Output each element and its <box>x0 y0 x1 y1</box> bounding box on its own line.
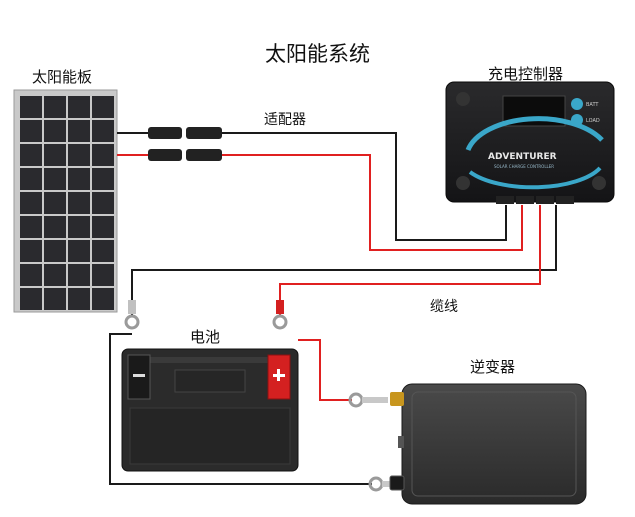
panel-cell <box>92 240 114 262</box>
panel-cell <box>20 144 42 166</box>
controller-screw-top-left <box>456 92 470 106</box>
ring-terminal-positive-top <box>272 314 288 330</box>
panel-cell <box>44 144 66 166</box>
panel-cell <box>44 168 66 190</box>
adapter-connectors <box>117 127 222 161</box>
panel-cell <box>44 120 66 142</box>
panel-cell <box>92 216 114 238</box>
panel-cell <box>20 240 42 262</box>
panel-cell <box>20 192 42 214</box>
panel-controller-wires <box>222 132 523 251</box>
panel-cell <box>92 168 114 190</box>
diagram-title: 太阳能系统 <box>265 42 370 66</box>
inverter <box>389 383 587 505</box>
panel-cell <box>44 216 66 238</box>
controller-screw-bottom-right <box>592 176 606 190</box>
panel-cell <box>68 120 90 142</box>
panel-cell <box>68 288 90 310</box>
panel-cell <box>92 96 114 118</box>
panel-cell <box>68 216 90 238</box>
battery-ring-terminals <box>124 300 288 330</box>
controller-terminal-3 <box>536 196 554 204</box>
inverter-label: 逆变器 <box>470 358 516 376</box>
ring-terminal-negative-top <box>124 314 140 330</box>
inverter-positive-terminal <box>390 392 404 406</box>
adapter-connector-negative-left <box>148 127 182 139</box>
panel-cell <box>68 144 90 166</box>
panel-cell <box>20 264 42 286</box>
battery-minus-sign <box>133 374 145 377</box>
panel-cell <box>20 96 42 118</box>
panel-cell <box>92 192 114 214</box>
battery-label: 电池 <box>190 328 221 346</box>
adapter-connector-negative-right <box>186 127 222 139</box>
panel-cell <box>44 240 66 262</box>
controller-battery-wires <box>131 205 557 316</box>
panel-cell <box>68 96 90 118</box>
panel-cell <box>44 288 66 310</box>
panel-cell <box>20 216 42 238</box>
battery <box>121 348 299 472</box>
panel-cell <box>44 264 66 286</box>
wire-panel-positive <box>222 154 523 251</box>
inverter-ring-terminals <box>348 392 394 492</box>
panel-cell <box>20 120 42 142</box>
battery-label-plate <box>174 369 246 393</box>
controller-terminal-4 <box>556 196 574 204</box>
wire-panel-negative <box>222 132 507 241</box>
wire-battery-positive <box>279 205 541 316</box>
adapter-connector-positive-right <box>186 149 222 161</box>
wire-battery-negative <box>131 205 557 316</box>
controller-button-label-batt: BATT <box>586 102 599 108</box>
panel-cell <box>44 192 66 214</box>
panel-cell <box>68 168 90 190</box>
cable-label: 缆线 <box>430 299 458 315</box>
panel-cell <box>68 192 90 214</box>
solar-panel <box>13 89 118 313</box>
battery-plus-sign <box>277 369 280 381</box>
panel-cell <box>68 240 90 262</box>
controller-swoosh-bottom <box>468 166 602 190</box>
charge-controller: BATT LOAD ADVENTURER SOLAR CHARGE CONTRO… <box>445 81 615 204</box>
panel-cell <box>92 288 114 310</box>
inverter-negative-terminal <box>389 475 405 491</box>
controller-subtitle: SOLAR CHARGE CONTROLLER <box>494 164 554 169</box>
battery-lower-body <box>129 407 291 465</box>
panel-cell <box>92 264 114 286</box>
controller-button-label-load: LOAD <box>586 118 600 124</box>
controller-swoosh-top <box>465 116 604 152</box>
inverter-switch <box>398 436 404 448</box>
adapter-label: 适配器 <box>264 112 306 128</box>
panel-cell <box>20 288 42 310</box>
panel-cells <box>20 96 114 310</box>
controller-button-batt <box>571 98 583 110</box>
adapter-connector-positive-left <box>148 149 182 161</box>
wire-inverter-positive <box>298 339 352 401</box>
controller-terminal-2 <box>516 196 534 204</box>
panel-cell <box>44 96 66 118</box>
solar-panel-label: 太阳能板 <box>32 68 93 86</box>
panel-cell <box>20 168 42 190</box>
panel-cell <box>92 144 114 166</box>
panel-cell <box>92 120 114 142</box>
wire-inverter-negative <box>109 333 372 485</box>
controller-screw-bottom-left <box>456 176 470 190</box>
battery-inverter-wires <box>109 333 372 485</box>
controller-brand: ADVENTURER <box>488 152 557 162</box>
charge-controller-label: 充电控制器 <box>488 65 564 83</box>
controller-terminal-1 <box>496 196 514 204</box>
panel-cell <box>68 264 90 286</box>
